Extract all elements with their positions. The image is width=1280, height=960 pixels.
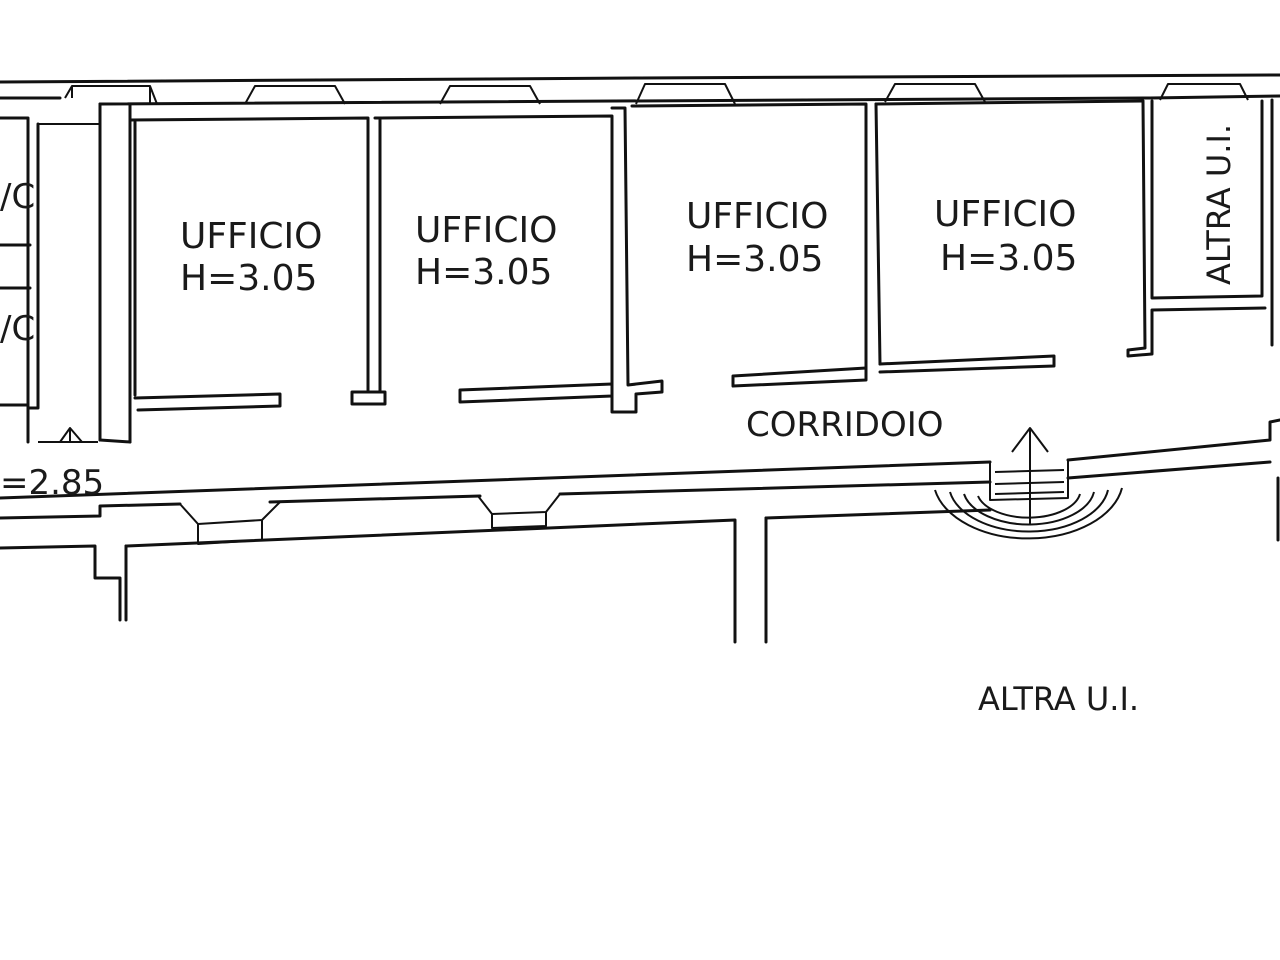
altra-ui-strip bbox=[1126, 98, 1274, 358]
wc-label-top: /C bbox=[0, 177, 35, 217]
partition-2-3 bbox=[610, 106, 664, 414]
office-4-walls bbox=[874, 99, 1145, 374]
office-3-name: UFFICIO bbox=[686, 196, 828, 237]
altra-ui-vertical-label: ALTRA U.I. bbox=[1200, 124, 1238, 285]
office-4-name: UFFICIO bbox=[934, 194, 1076, 235]
side-height-label: =2.85 bbox=[0, 463, 104, 503]
corridor-lower-wall bbox=[0, 418, 1280, 520]
office-3-walls bbox=[630, 102, 868, 388]
office-1-walls bbox=[128, 116, 387, 412]
office-2-name: UFFICIO bbox=[415, 210, 557, 251]
office-3-height: H=3.05 bbox=[686, 239, 823, 280]
office-1-name: UFFICIO bbox=[180, 216, 322, 257]
wc-label-bottom: /C bbox=[0, 309, 35, 349]
lower-walls bbox=[0, 476, 1280, 644]
office-1-height: H=3.05 bbox=[180, 258, 317, 299]
altra-ui-bottom-label: ALTRA U.I. bbox=[978, 680, 1139, 718]
corridor-label: CORRIDOIO bbox=[746, 405, 944, 445]
top-windows bbox=[64, 83, 1249, 105]
top-exterior-wall bbox=[0, 73, 1280, 106]
staircase bbox=[934, 427, 1123, 540]
office-4-height: H=3.05 bbox=[940, 238, 1077, 279]
partition-wc bbox=[98, 102, 132, 444]
office-2-height: H=3.05 bbox=[415, 252, 552, 293]
wc-area bbox=[0, 116, 100, 444]
